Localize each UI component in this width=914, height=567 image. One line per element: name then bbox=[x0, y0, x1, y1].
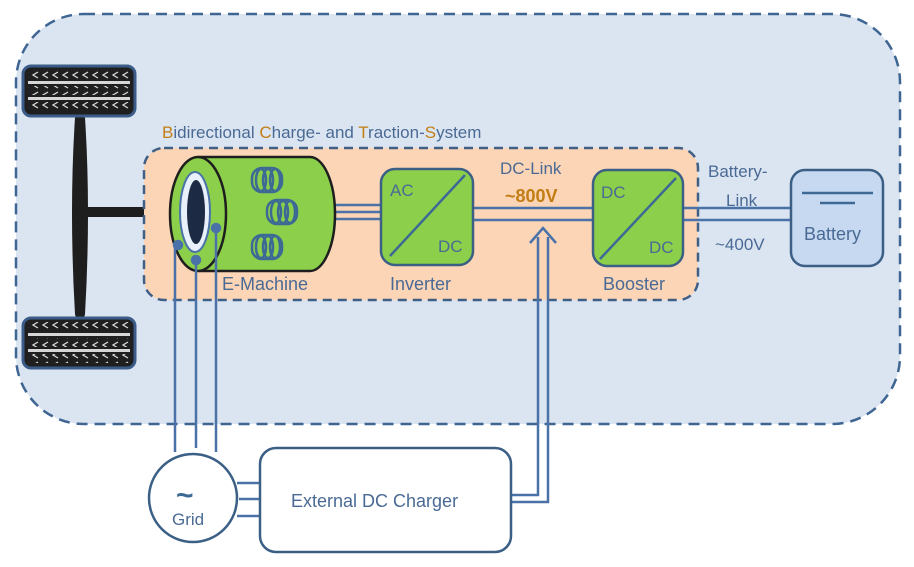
title-accent-letter: B bbox=[162, 123, 173, 142]
booster: DC DC bbox=[591, 168, 685, 268]
drive-shaft-body bbox=[86, 207, 196, 217]
battery-label: Battery bbox=[804, 224, 861, 244]
battery: Battery bbox=[789, 168, 885, 268]
grid-symbol: ~ bbox=[176, 479, 194, 512]
inverter-ac-label: AC bbox=[390, 181, 414, 200]
dc-link-voltage: ~800V bbox=[505, 186, 558, 206]
system-title: Bidirectional Charge- and Traction-Syste… bbox=[162, 123, 481, 142]
inverter-dc-label: DC bbox=[438, 237, 463, 256]
grid: ~ Grid bbox=[147, 452, 239, 544]
booster-dc-bottom-label: DC bbox=[649, 238, 674, 257]
emachine-label: E-Machine bbox=[222, 274, 308, 294]
dc-link-label: DC-Link bbox=[500, 159, 562, 178]
title-text-segment: raction- bbox=[368, 123, 425, 142]
tire-bottom bbox=[21, 316, 137, 370]
grid-to-charger-wires bbox=[237, 481, 260, 518]
axle bbox=[72, 113, 88, 319]
inverter: AC DC bbox=[379, 167, 475, 267]
battery-link-voltage: ~400V bbox=[715, 235, 765, 254]
title-accent-letter: C bbox=[259, 123, 271, 142]
booster-label: Booster bbox=[603, 274, 665, 294]
title-text-segment: ystem bbox=[436, 123, 481, 142]
grid-to-emachine-wires bbox=[172, 222, 222, 452]
charger-to-dc-link-lines bbox=[511, 226, 557, 504]
tire-top bbox=[21, 64, 137, 118]
external-dc-charger: External DC Charger bbox=[258, 446, 513, 554]
battery-link-lines bbox=[683, 206, 792, 222]
battery-link-label-2: Link bbox=[726, 191, 758, 210]
three-phase-lines bbox=[335, 203, 383, 221]
grid-label: Grid bbox=[172, 510, 204, 529]
title-accent-letter: S bbox=[425, 123, 436, 142]
title-accent-letter: T bbox=[358, 123, 368, 142]
e-machine bbox=[168, 155, 337, 273]
coil-icon bbox=[250, 166, 299, 261]
inverter-label: Inverter bbox=[390, 274, 451, 294]
title-text-segment: idirectional bbox=[173, 123, 259, 142]
booster-dc-top-label: DC bbox=[601, 183, 626, 202]
title-text-segment: harge- and bbox=[272, 123, 359, 142]
dc-link-lines bbox=[472, 206, 593, 222]
charger-label: External DC Charger bbox=[291, 491, 458, 511]
battery-link-label-1: Battery- bbox=[708, 162, 768, 181]
